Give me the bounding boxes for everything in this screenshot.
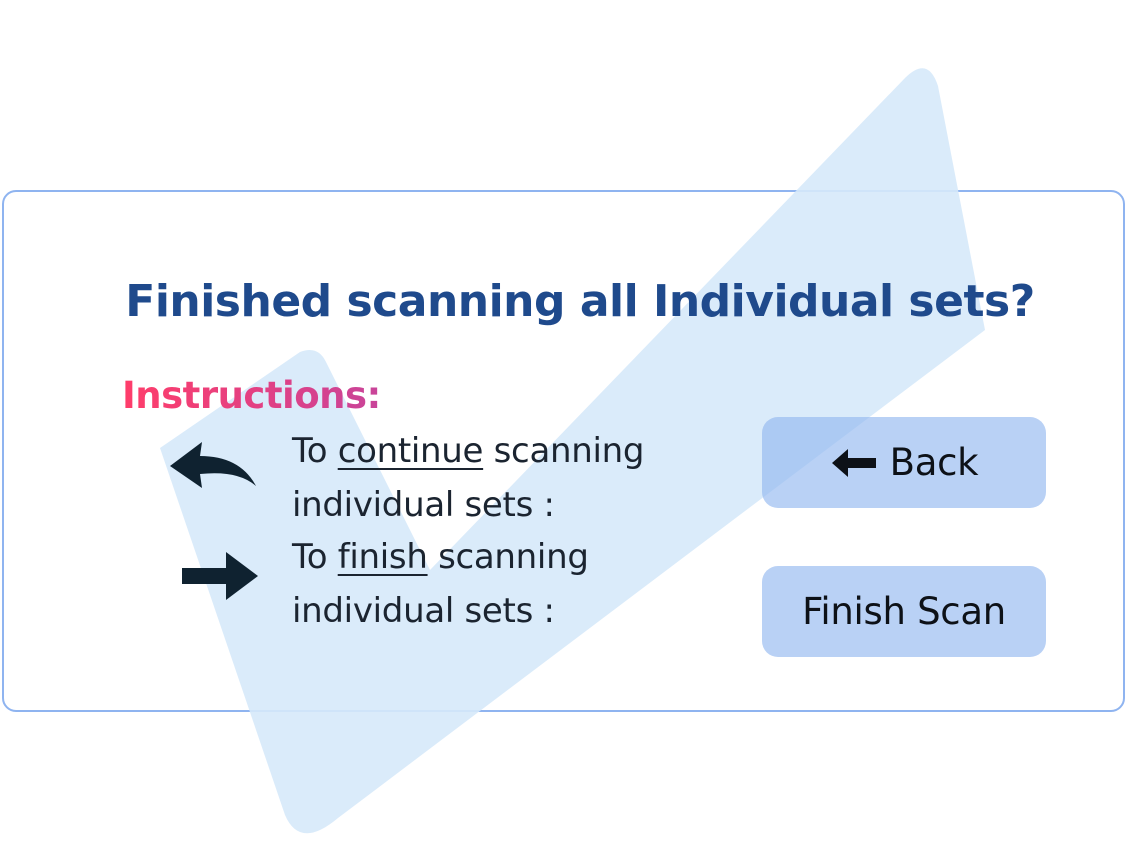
- back-button[interactable]: Back: [762, 417, 1046, 508]
- instruction-finish-suffix: scanning: [427, 537, 589, 577]
- finish-scan-button-label: Finish Scan: [802, 590, 1006, 633]
- instruction-continue-prefix: To: [292, 431, 338, 471]
- back-curved-arrow-icon: [170, 442, 256, 488]
- instruction-finish-keyword: finish: [337, 537, 428, 577]
- instruction-finish-line1: To finish scanning: [292, 530, 589, 584]
- instruction-continue-keyword: continue: [337, 431, 484, 471]
- instruction-continue-line1: To continue scanning: [292, 424, 644, 478]
- instruction-continue: To continue scanning individual sets :: [292, 424, 644, 532]
- instruction-finish-line2: individual sets :: [292, 591, 555, 631]
- instruction-continue-suffix: scanning: [483, 431, 645, 471]
- instruction-continue-line2: individual sets :: [292, 485, 555, 525]
- instructions-heading: Instructions:: [122, 374, 381, 417]
- instruction-finish-prefix: To: [292, 537, 338, 577]
- back-button-label: Back: [889, 441, 979, 484]
- left-arrow-icon: [830, 447, 878, 479]
- dialog-title: Finished scanning all Individual sets?: [125, 276, 1035, 327]
- forward-arrow-icon: [182, 552, 258, 600]
- finish-scan-button[interactable]: Finish Scan: [762, 566, 1046, 657]
- instruction-finish: To finish scanning individual sets :: [292, 530, 589, 638]
